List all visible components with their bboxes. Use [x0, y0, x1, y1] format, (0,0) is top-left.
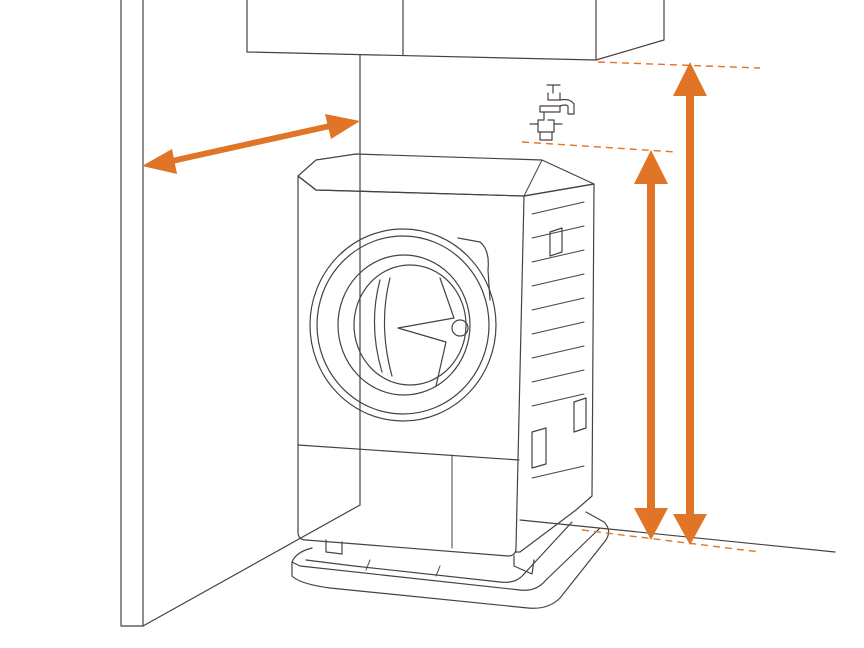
guide-cabinet-bottom [597, 61, 761, 69]
front-lower-divider [297, 444, 520, 461]
left-wall [120, 0, 144, 627]
machine-door [309, 228, 497, 422]
measurement-guides [521, 61, 761, 553]
machine-front [297, 175, 525, 557]
faucet-height-arrow-icon [634, 150, 668, 540]
washing-machine [297, 153, 595, 575]
tray-outer [291, 511, 610, 609]
upper-cabinet [246, 0, 665, 61]
tray-top-rim [291, 527, 601, 591]
tray-inner [305, 521, 573, 583]
faucet-icon [529, 84, 575, 141]
floor-back-edge [519, 519, 836, 553]
floor-left-edge [142, 504, 361, 627]
room-walls [120, 0, 836, 627]
cabinet-height-arrow-icon [673, 62, 707, 545]
cabinet-outline [246, 0, 665, 61]
guide-floor-level [581, 529, 761, 553]
side-vents [531, 201, 587, 479]
width-arrow-icon [142, 114, 360, 174]
measurement-arrows [142, 62, 707, 545]
guide-faucet-height [521, 141, 677, 153]
machine-side-panel [515, 183, 595, 553]
floor-tray [291, 511, 610, 609]
machine-top [297, 153, 595, 197]
